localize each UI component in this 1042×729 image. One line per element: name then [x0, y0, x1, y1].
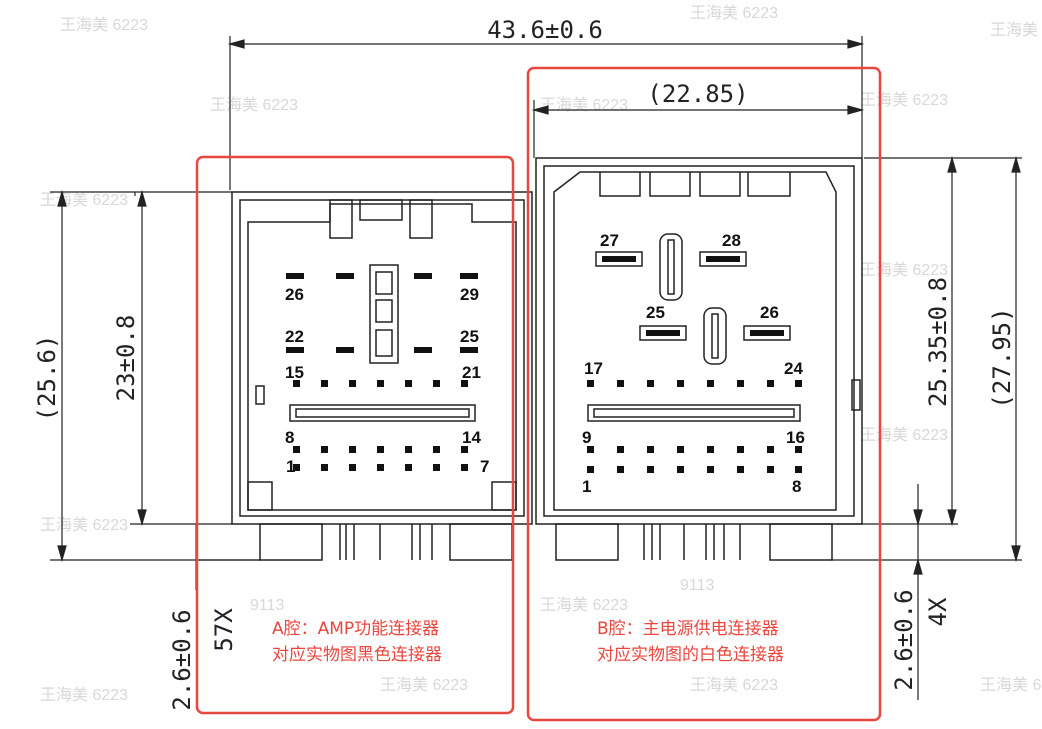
cavity-a-highlight-box	[195, 155, 515, 715]
cavity-b-caption-line1: B腔：主电源供电连接器	[597, 619, 779, 639]
right-body-height-label: 25.35±0.8	[924, 277, 952, 407]
pin-label-a29: 29	[460, 285, 479, 304]
dimension-texts: 43.6±0.6 (22.85) (25.6) 23±0.8 25.35±0.8…	[33, 16, 1016, 711]
right-pin-count-label: 4X	[924, 597, 952, 626]
watermark: 王海美 6223	[40, 686, 128, 704]
watermark: 王海美 6223	[860, 91, 948, 109]
pin-label-b17: 17	[584, 359, 603, 378]
pin-label-b1: 1	[582, 477, 591, 496]
pin-label-a22: 22	[285, 327, 304, 346]
cavity-b-caption-line2: 对应实物图的白色连接器	[597, 645, 784, 665]
watermark: 王海美 6223	[380, 676, 468, 694]
pin-label-b9: 9	[582, 428, 591, 447]
pin-label-a7: 7	[480, 457, 489, 476]
watermark: 王海美 6223	[860, 426, 948, 444]
cavity-a-drawing	[231, 191, 533, 561]
watermark: 王海美 6223	[60, 16, 148, 34]
left-body-height-label: 23±0.8	[112, 315, 140, 402]
pin-label-b26: 26	[760, 303, 779, 322]
pin-label-a8: 8	[285, 428, 294, 447]
cavity-b-highlight-box	[526, 66, 882, 722]
right-outer-height-label: (27.95)	[988, 307, 1016, 408]
watermark: 王海美 6223	[540, 596, 628, 614]
cavity-b-caption: B腔：主电源供电连接器 对应实物图的白色连接器	[597, 616, 784, 668]
cavity-a-caption-line1: A腔：AMP功能连接器	[272, 619, 440, 639]
cavity-b-contacts	[587, 256, 802, 473]
cavity-b-drawing	[535, 157, 863, 561]
cavity-a-contacts	[286, 273, 478, 471]
watermark: 王海美 6223	[690, 4, 778, 22]
pin-label-a21: 21	[462, 363, 481, 382]
watermark: 王海美 6223	[690, 676, 778, 694]
b-width-label: (22.85)	[647, 80, 748, 108]
cavity-a-pin-labels: 26 29 22 25 15 21 8 14 1 7	[285, 285, 489, 476]
pin-label-a15: 15	[285, 363, 304, 382]
pin-label-a26: 26	[285, 285, 304, 304]
watermark: 王海美 6223	[990, 21, 1042, 39]
right-pin-length-label: 2.6±0.6	[890, 589, 918, 690]
pin-label-b8: 8	[792, 477, 801, 496]
pin-label-a1: 1	[286, 457, 295, 476]
watermark: 王海美 6223	[210, 96, 298, 114]
cavity-a-caption-line2: 对应实物图黑色连接器	[272, 645, 442, 665]
cavity-a-caption: A腔：AMP功能连接器 对应实物图黑色连接器	[272, 616, 442, 668]
dimension-lines	[50, 36, 1022, 700]
pin-label-b28: 28	[722, 231, 741, 250]
left-pin-count-label: 57X	[210, 608, 238, 652]
cavity-b-pin-labels: 27 28 25 26 17 24 9 16 1 8	[582, 231, 805, 496]
overall-width-label: 43.6±0.6	[487, 16, 603, 44]
pin-label-b25: 25	[646, 303, 665, 322]
watermark: 9113	[250, 597, 285, 614]
pin-label-a25: 25	[460, 327, 479, 346]
pin-label-b16: 16	[786, 428, 805, 447]
watermark: 王海美 6223	[860, 261, 948, 279]
watermark: 9113	[680, 577, 715, 594]
left-outer-height-label: (25.6)	[33, 335, 61, 422]
watermark: 王海美 6223	[40, 516, 128, 534]
pin-label-b27: 27	[600, 231, 619, 250]
pin-label-b24: 24	[784, 359, 803, 378]
pin-label-a14: 14	[462, 428, 481, 447]
watermark: 王海美 6223	[540, 96, 628, 114]
watermark: 王海美 6223	[980, 676, 1042, 694]
left-pin-length-label: 2.6±0.6	[168, 609, 196, 710]
watermark: 王海美 6223	[40, 191, 128, 209]
